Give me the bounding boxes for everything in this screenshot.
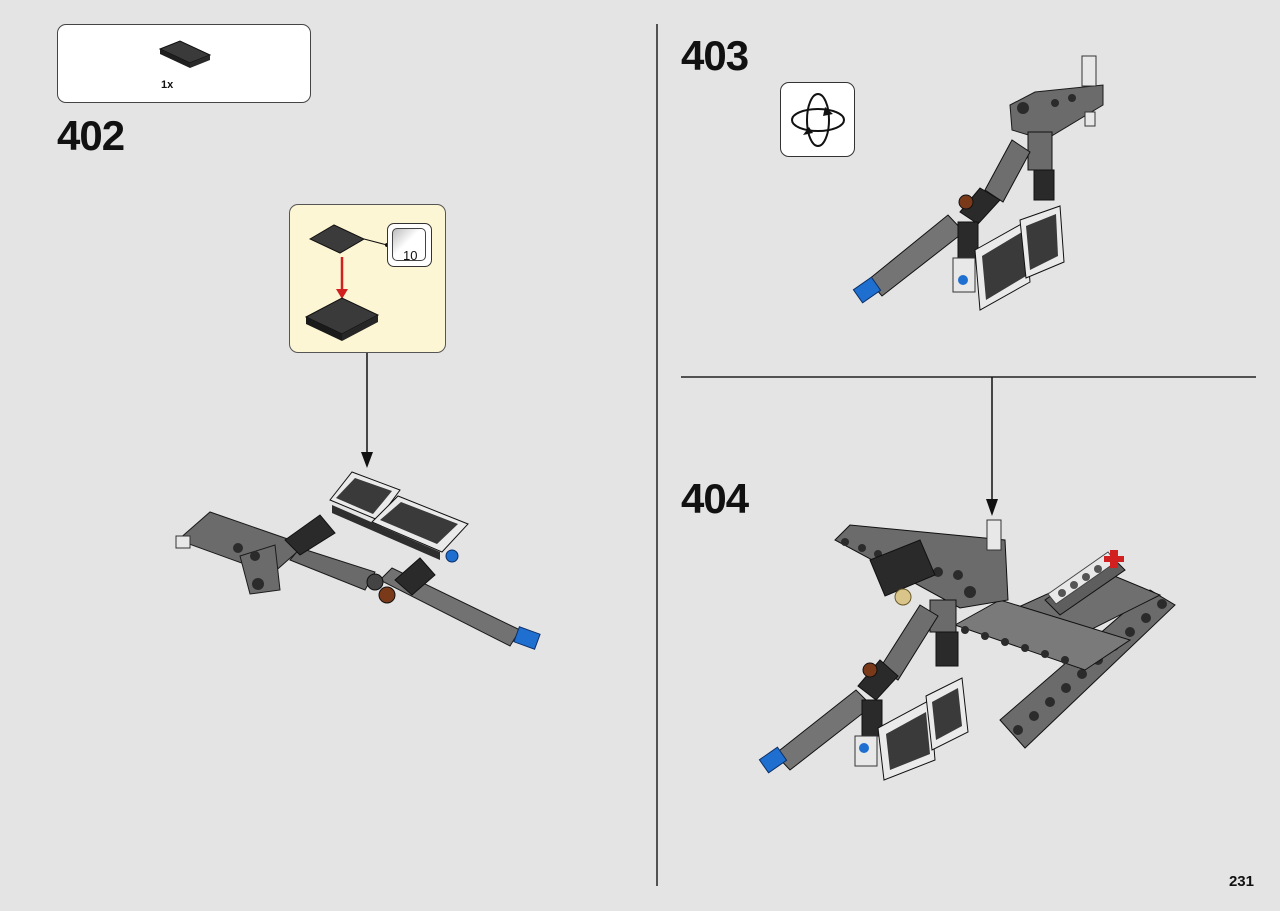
model-step-404 — [758, 519, 1176, 781]
sticker-number: 10 — [403, 248, 418, 263]
sticker-icon — [387, 223, 432, 267]
model-step-402 — [175, 471, 541, 650]
step-number-404: 404 — [681, 475, 749, 522]
sticker-apply-diagram — [304, 224, 389, 341]
step-number-403: 403 — [681, 32, 749, 79]
step-number-402: 402 — [57, 112, 125, 159]
model-step-403 — [852, 55, 1104, 311]
part-quantity: 1x — [161, 79, 174, 91]
rotate-model-box — [780, 82, 855, 157]
page-number: 231 — [1228, 873, 1254, 890]
rotate-model-icon — [791, 93, 845, 147]
parts-callout: 1x — [57, 24, 311, 103]
tile-2x2-icon — [158, 40, 212, 68]
